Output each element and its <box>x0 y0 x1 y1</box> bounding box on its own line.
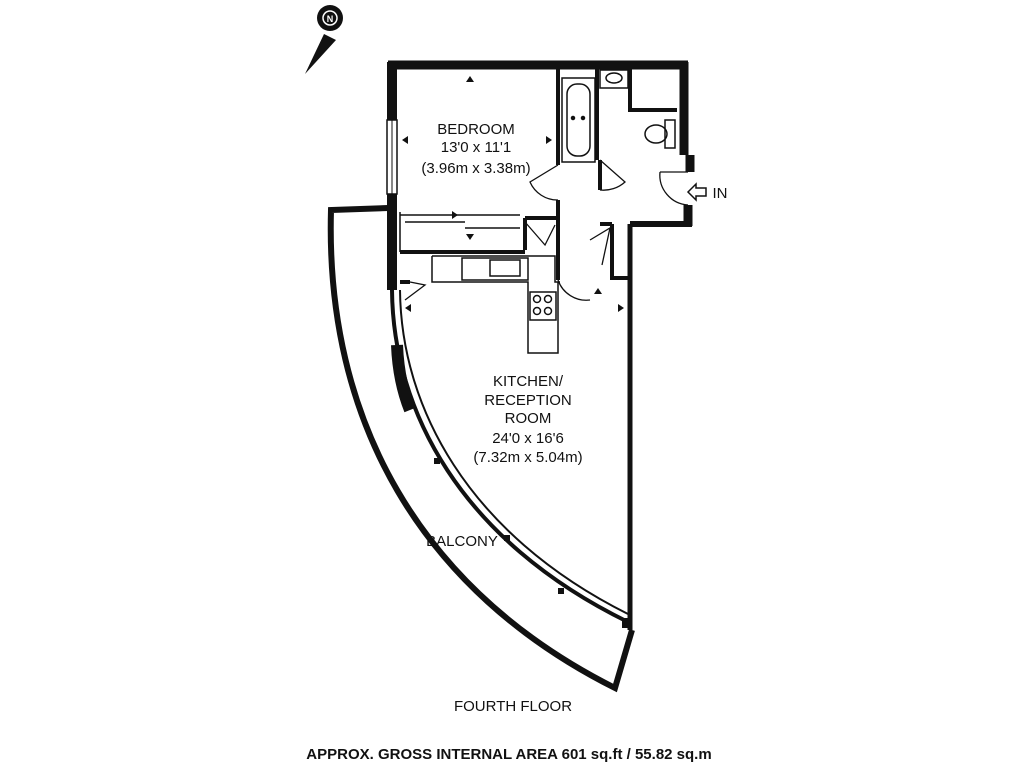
bedroom-name: BEDROOM <box>437 121 515 138</box>
bedroom-window <box>386 119 398 195</box>
basin <box>599 69 629 89</box>
door-swings <box>404 159 689 301</box>
dimension-markers <box>402 76 624 312</box>
bedroom-imperial: 13'0 x 11'1 <box>441 139 512 156</box>
floor-label: FOURTH FLOOR <box>454 698 572 715</box>
area-label: APPROX. GROSS INTERNAL AREA 601 sq.ft / … <box>306 746 711 763</box>
kitchen-name-3: ROOM <box>505 410 552 427</box>
kitchen-imperial: 24'0 x 16'6 <box>492 430 564 447</box>
compass-letter: N <box>327 14 334 24</box>
kitchen-name-2: RECEPTION <box>484 392 572 409</box>
balcony-name: BALCONY <box>426 533 498 550</box>
kitchen-metric: (7.32m x 5.04m) <box>473 449 582 466</box>
interior-walls <box>400 65 677 284</box>
bedroom-metric: (3.96m x 3.38m) <box>421 160 530 177</box>
entrance-label: IN <box>713 185 728 202</box>
north-compass-icon: N <box>305 5 343 74</box>
wardrobe <box>399 212 520 252</box>
balcony-outline <box>327 205 635 693</box>
kitchen-name-1: KITCHEN/ <box>493 373 564 390</box>
toilet <box>644 119 676 149</box>
curved-window <box>390 289 630 628</box>
kitchen-units <box>431 255 560 354</box>
entrance-arrow-icon <box>686 182 707 202</box>
bath <box>561 77 596 163</box>
